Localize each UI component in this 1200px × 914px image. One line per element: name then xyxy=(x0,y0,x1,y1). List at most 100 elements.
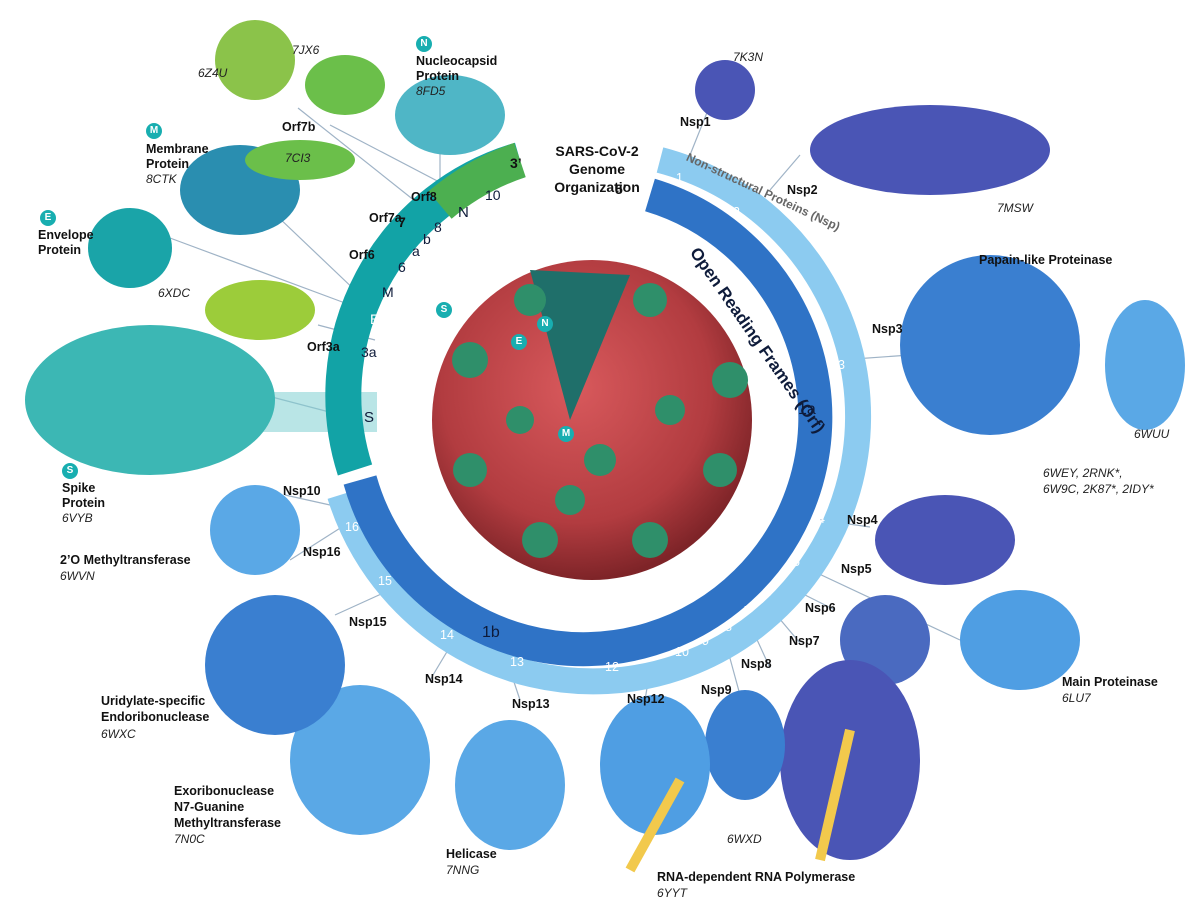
spike-name-2: Protein xyxy=(62,496,106,510)
membrane-name: Membrane xyxy=(146,142,209,156)
nsp12-pdb: 6YYT xyxy=(657,886,688,900)
orf7a-label: Orf7a xyxy=(369,211,402,225)
nsp15-pdb: 6WXC xyxy=(101,727,136,741)
seg-s: S xyxy=(364,409,375,426)
spike-pdb: 6VYB xyxy=(62,511,93,525)
three-prime-label: 3’ xyxy=(510,155,522,171)
seg-8: 8 xyxy=(434,219,442,235)
membrane-badge: M xyxy=(146,123,162,139)
virion-cutaway xyxy=(530,270,630,420)
envelope-name: Envelope xyxy=(38,228,94,242)
virion-badge-m: M xyxy=(558,426,574,442)
seg-10: 10 xyxy=(485,187,501,203)
nsp14-pdb: 7N0C xyxy=(174,832,205,846)
seg-6: 6 xyxy=(398,259,406,275)
nsp-seg-16: 16 xyxy=(345,520,359,534)
membrane-name-2: Protein xyxy=(146,157,190,171)
seg-7b: b xyxy=(423,231,431,247)
nsp-seg-9: 9 xyxy=(702,634,709,648)
nsp13-label: Nsp13 xyxy=(512,697,550,711)
seg-m: M xyxy=(382,284,394,300)
nsp15-label: Nsp15 xyxy=(349,615,387,629)
nsp-seg-1: 1 xyxy=(676,171,683,185)
nsp3-name: Papain-like Proteinase xyxy=(979,253,1113,267)
orf1b-label: 1b xyxy=(482,624,500,641)
nsp14-name-3: Methyltransferase xyxy=(174,816,281,830)
seg-3a: 3a xyxy=(361,344,377,360)
nucleocapsid-pdb: 8FD5 xyxy=(416,84,446,98)
orf-ring xyxy=(343,178,833,667)
nsp14-name-2: N7-Guanine xyxy=(174,800,245,814)
nucleocapsid-name-2: Protein xyxy=(416,69,460,83)
nsp12-name: RNA-dependent RNA Polymerase xyxy=(657,870,856,884)
nsp16-name: 2’O Methyltransferase xyxy=(60,553,191,567)
spike-name: Spike xyxy=(62,481,96,495)
nsp-seg-4: 4 xyxy=(818,512,825,526)
seg-n: N xyxy=(458,204,469,221)
nsp-ring xyxy=(327,147,872,695)
membrane-pdb: 8CTK xyxy=(146,172,177,186)
nsp4-label: Nsp4 xyxy=(847,513,878,527)
nsp10-label: Nsp10 xyxy=(283,484,321,498)
nsp13-pdb: 7NNG xyxy=(446,863,480,877)
five-prime-label: 5’ xyxy=(615,181,627,197)
nsp9-pdb: 6WXD xyxy=(727,832,762,846)
seg-e: E xyxy=(370,311,380,327)
nsp16-label: Nsp16 xyxy=(303,545,341,559)
nsp-seg-3: 3 xyxy=(838,358,845,372)
nsp14-name-1: Exoribonuclease xyxy=(174,784,275,798)
nsp-seg-2: 2 xyxy=(733,205,740,219)
nsp-seg-7: 7 xyxy=(744,604,751,618)
orf6-label: Orf6 xyxy=(349,248,375,262)
envelope-badge: E xyxy=(40,210,56,226)
nsp3-pdb-2: 6W9C, 2K87*, 2IDY* xyxy=(1043,482,1154,496)
nsp-seg-12: 12 xyxy=(605,660,619,674)
nsp5-label: Nsp5 xyxy=(841,562,872,576)
accessory-ring xyxy=(428,142,527,219)
orf3a-pdb: 6XDC xyxy=(158,286,191,300)
nsp-seg-15: 15 xyxy=(378,574,392,588)
nsp15-name-1: Uridylate-specific xyxy=(101,694,206,708)
nsp7-label: Nsp7 xyxy=(789,634,820,648)
nucleocapsid-name: Nucleocapsid xyxy=(416,54,498,68)
spike-badge: S xyxy=(62,463,78,479)
nsp3-pdb-side: 6WUU xyxy=(1134,427,1170,441)
virion-badge-n: N xyxy=(537,316,553,332)
nsp1-pdb: 7K3N xyxy=(733,50,764,64)
orf8-pdb: 7JX6 xyxy=(292,43,320,57)
title-line-1: SARS-CoV-2 xyxy=(555,143,639,159)
nsp-seg-6: 6 xyxy=(765,585,772,599)
nsp15-name-2: Endoribonuclease xyxy=(101,710,210,724)
nsp1-label: Nsp1 xyxy=(680,115,711,129)
nsp13-name: Helicase xyxy=(446,847,497,861)
seg-7-bracket: 7 xyxy=(398,214,406,230)
orf7b-pdb: 6Z4U xyxy=(198,66,228,80)
nsp16-pdb: 6WVN xyxy=(60,569,95,583)
nsp8-label: Nsp8 xyxy=(741,657,772,671)
title-line-3: Organization xyxy=(554,179,640,195)
nsp3-pdb-1: 6WEY, 2RNK*, xyxy=(1043,466,1123,480)
nsp9-label: Nsp9 xyxy=(701,683,732,697)
seg-7a: a xyxy=(412,243,420,259)
nsp2-label: Nsp2 xyxy=(787,183,818,197)
nsp-seg-14: 14 xyxy=(440,628,454,642)
envelope-name-2: Protein xyxy=(38,243,82,257)
orf3a-label: Orf3a xyxy=(307,340,340,354)
genome-title: SARS-CoV-2 Genome Organization xyxy=(532,142,662,196)
orf8-label: Orf8 xyxy=(411,190,437,204)
nsp-seg-5: 5 xyxy=(793,555,800,569)
nucleocapsid-badge: N xyxy=(416,36,432,52)
nsp-seg-10: 10 xyxy=(675,645,689,659)
protein-structures xyxy=(25,20,1185,873)
orf1a-label: 1a xyxy=(798,401,816,418)
nsp2-pdb: 7MSW xyxy=(997,201,1033,215)
nsp5-name: Main Proteinase xyxy=(1062,675,1158,689)
virion-spikes xyxy=(452,283,748,558)
nsp5-pdb: 6LU7 xyxy=(1062,691,1091,705)
nsp3-label: Nsp3 xyxy=(872,322,903,336)
nsp12-label: Nsp12 xyxy=(627,692,665,706)
orf7a-pdb: 7CI3 xyxy=(285,151,311,165)
orf7b-label: Orf7b xyxy=(282,120,316,134)
